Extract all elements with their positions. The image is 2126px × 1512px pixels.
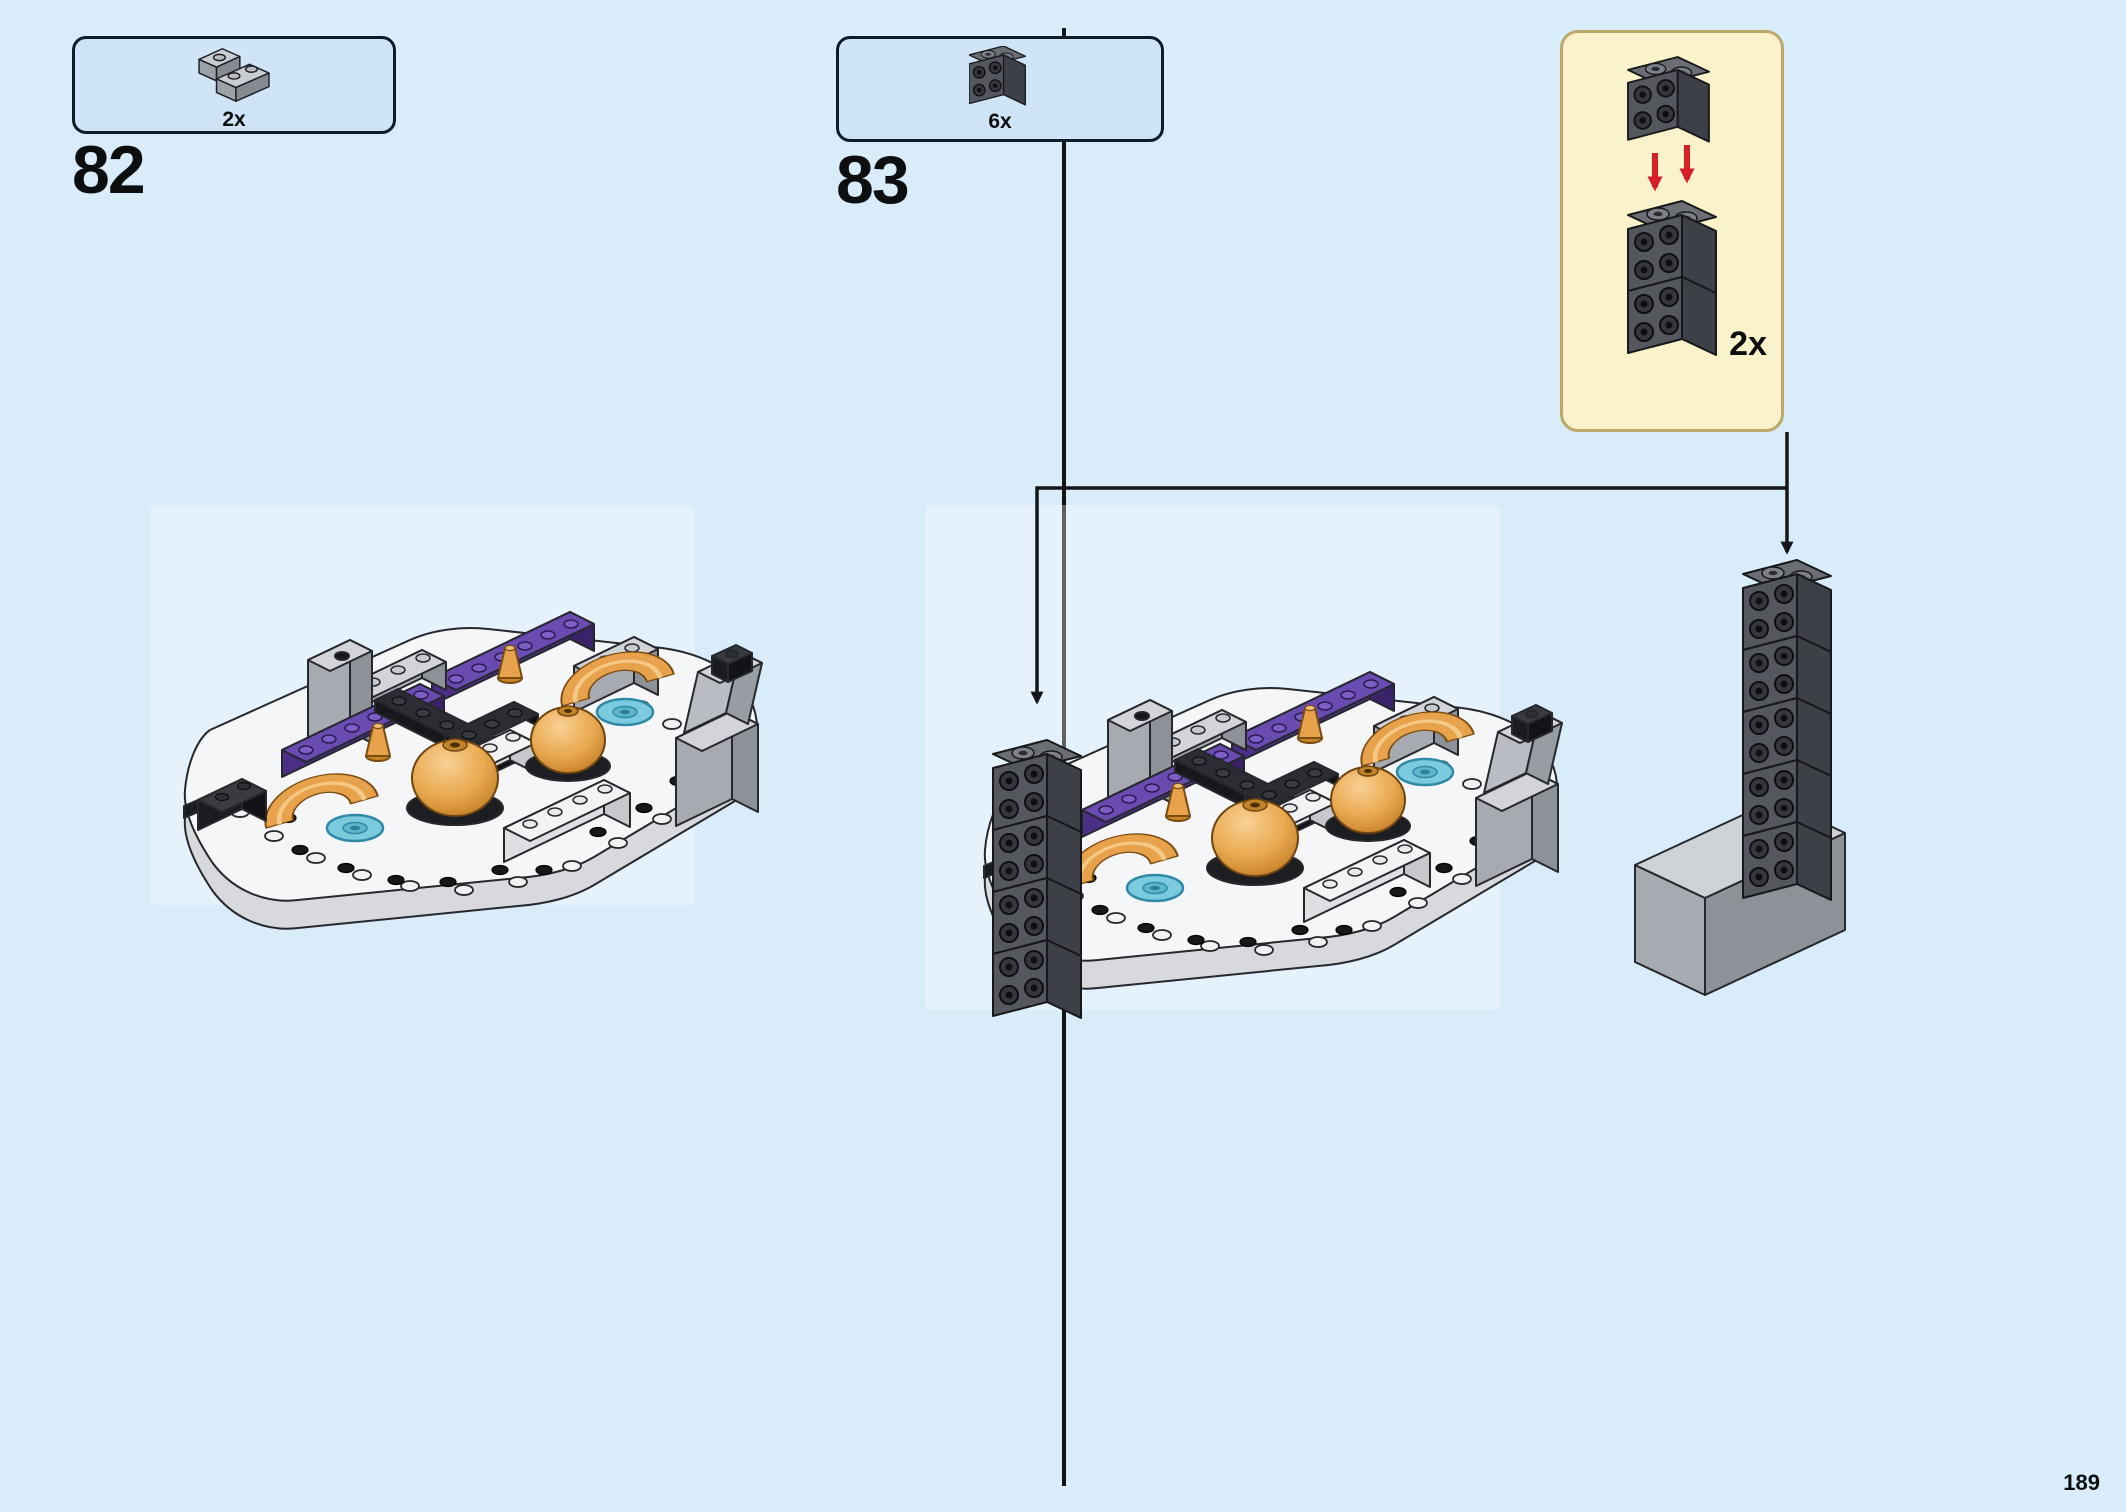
step-number-82: 82 xyxy=(72,132,146,208)
side-stud-brick-stack-icon xyxy=(1628,201,1716,355)
side-stud-brick-icon xyxy=(1628,57,1709,142)
corner-plate-icon xyxy=(198,48,270,102)
red-transform-arrows xyxy=(1647,145,1695,192)
side-stud-brick-tower-right xyxy=(1743,560,1831,900)
step-number-83: 83 xyxy=(836,142,910,218)
parts-callout-82: 2x xyxy=(72,36,396,134)
build-illustration-82 xyxy=(150,545,810,990)
side-stud-brick-icon xyxy=(969,46,1031,110)
subassembly-diagram xyxy=(1563,41,1787,381)
part-count-label: 2x xyxy=(222,108,246,131)
parts-callout-83: 6x xyxy=(836,36,1164,142)
build-illustration-83 xyxy=(935,395,1846,1085)
side-stud-brick-tower-left xyxy=(993,740,1081,1018)
subassembly-count-label: 2x xyxy=(1729,325,1767,363)
part-count-label: 6x xyxy=(988,110,1012,133)
baseplate-assembly xyxy=(184,612,762,929)
subassembly-callout: 2x xyxy=(1560,30,1784,432)
page-number: 189 xyxy=(2063,1470,2100,1495)
